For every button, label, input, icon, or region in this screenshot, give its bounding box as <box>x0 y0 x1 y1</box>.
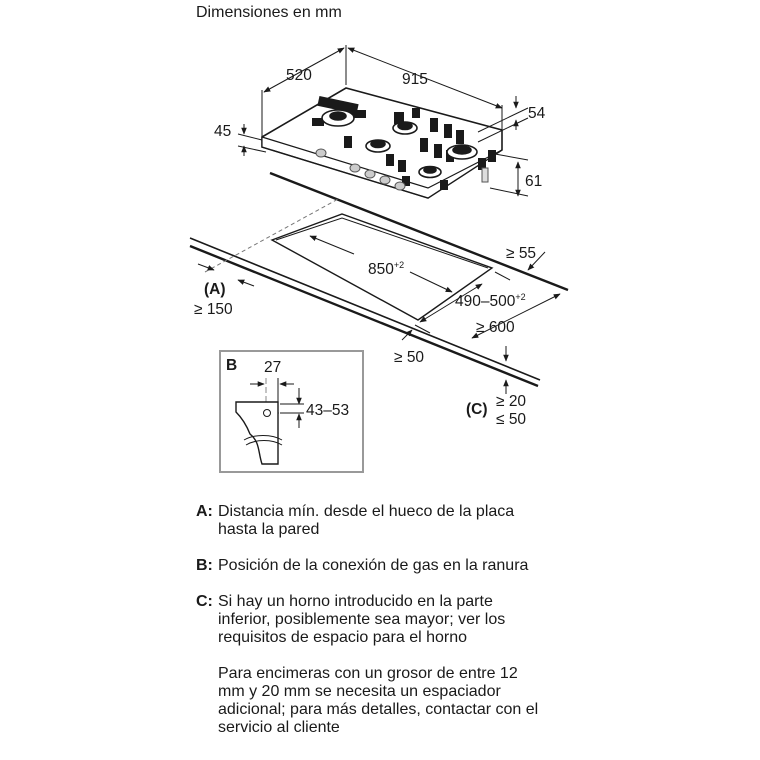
control-knobs <box>315 148 406 191</box>
legend-text: Si hay un horno introducido en la parte … <box>218 593 506 646</box>
burners <box>321 109 478 179</box>
dim-520: 520 <box>286 67 312 84</box>
dim-61: 61 <box>525 173 542 190</box>
dim-side-clearance: ≥ 150 <box>194 301 233 318</box>
dim-back-clearance: ≥ 55 <box>506 245 536 262</box>
legend-key: C: <box>196 593 213 610</box>
legend-key: A: <box>196 503 213 520</box>
dim-front-clearance: ≥ 50 <box>394 349 424 366</box>
dim-c-max: ≤ 50 <box>496 411 526 428</box>
diagram-title: Dimensiones en mm <box>196 4 342 21</box>
legend-text: Distancia mín. desde el hueco de la plac… <box>218 503 515 538</box>
label-a: (A) <box>204 281 226 298</box>
label-c: (C) <box>466 401 488 418</box>
gas-connector <box>481 167 489 183</box>
installation-diagram: 520 915 45 54 61 850+2 490–500+2 ≥ 55 ≥ … <box>189 45 569 473</box>
dim-490-500: 490–500+2 <box>455 292 526 310</box>
legend-a: A: Distancia mín. desde el hueco de la pl… <box>196 503 548 539</box>
dim-27: 27 <box>264 359 281 376</box>
dim-43-53: 43–53 <box>306 402 349 419</box>
detail-b-label: B <box>226 357 237 374</box>
dim-915: 915 <box>402 71 428 88</box>
dim-worktop-depth: ≥ 600 <box>476 319 515 336</box>
legend-b: B: Posición de la conexión de gas en la r… <box>196 557 548 575</box>
pan-supports <box>312 95 496 190</box>
legend-text: Posición de la conexión de gas en la ran… <box>218 557 529 574</box>
dim-45: 45 <box>214 123 231 140</box>
dim-54: 54 <box>528 105 546 122</box>
dim-850: 850+2 <box>368 260 404 278</box>
spacer-note: Para encimeras con un grosor de entre 12… <box>218 665 539 736</box>
dim-c-min: ≥ 20 <box>496 393 526 410</box>
legend-key: B: <box>196 557 213 574</box>
legend-c: C: Si hay un horno introducido en la part… <box>196 593 548 647</box>
hob-illustration <box>261 87 503 199</box>
detail-b-box: B 27 43–53 <box>219 350 364 473</box>
